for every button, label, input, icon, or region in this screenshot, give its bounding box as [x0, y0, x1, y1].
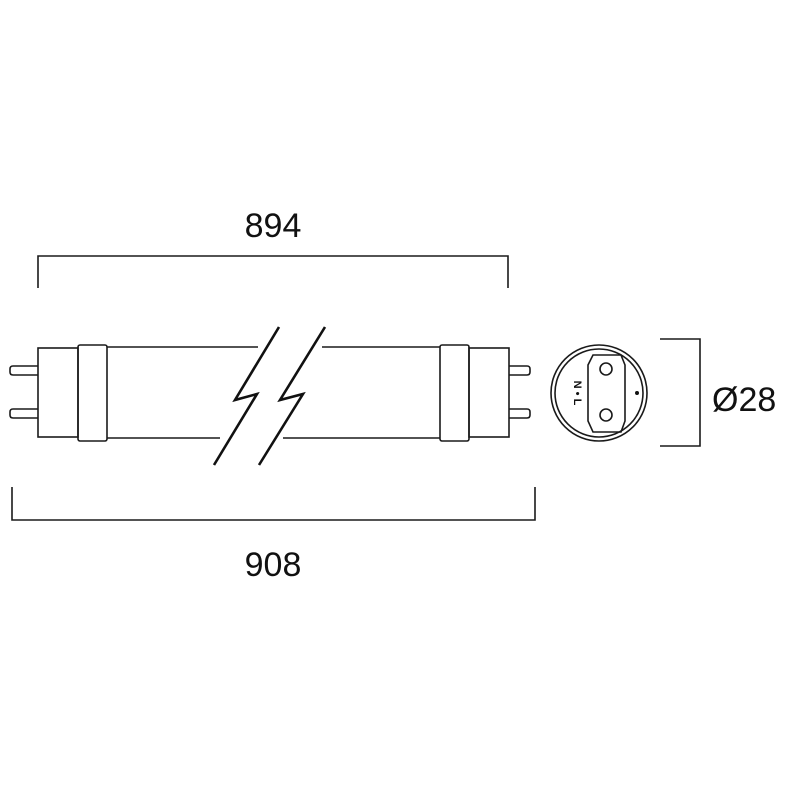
dimension-label-908: 908 — [245, 546, 302, 584]
pin-labels: N • L — [571, 381, 583, 406]
contact-plate — [587, 354, 626, 433]
left-pin-bottom — [9, 408, 38, 419]
right-band — [439, 344, 470, 442]
break-line-right — [257, 326, 327, 466]
dimension-894: 894 — [37, 207, 509, 288]
pin-hole-bottom — [599, 408, 613, 422]
dimension-label-894: 894 — [245, 207, 302, 245]
dimension-bracket-diameter — [660, 338, 701, 447]
tube-end-view: N • L — [550, 344, 648, 442]
break-line-left — [212, 326, 281, 466]
dimension-bracket-bottom — [11, 487, 536, 521]
dimension-label-diameter: Ø28 — [712, 381, 776, 419]
orientation-dot — [635, 391, 639, 395]
end-outer-ring — [550, 344, 648, 442]
right-end-cap — [468, 347, 510, 438]
pin-hole-top — [599, 362, 613, 376]
dimension-908: 908 — [11, 487, 536, 584]
dimension-diameter: Ø28 — [660, 338, 776, 447]
left-pin-top — [9, 365, 38, 376]
end-inner-ring — [554, 348, 644, 438]
right-pin-top — [509, 365, 531, 376]
dimension-bracket-top — [37, 255, 509, 288]
right-pin-bottom — [509, 408, 531, 419]
left-end-cap — [37, 347, 79, 438]
left-band — [77, 344, 108, 442]
tube-side-view — [9, 326, 531, 466]
